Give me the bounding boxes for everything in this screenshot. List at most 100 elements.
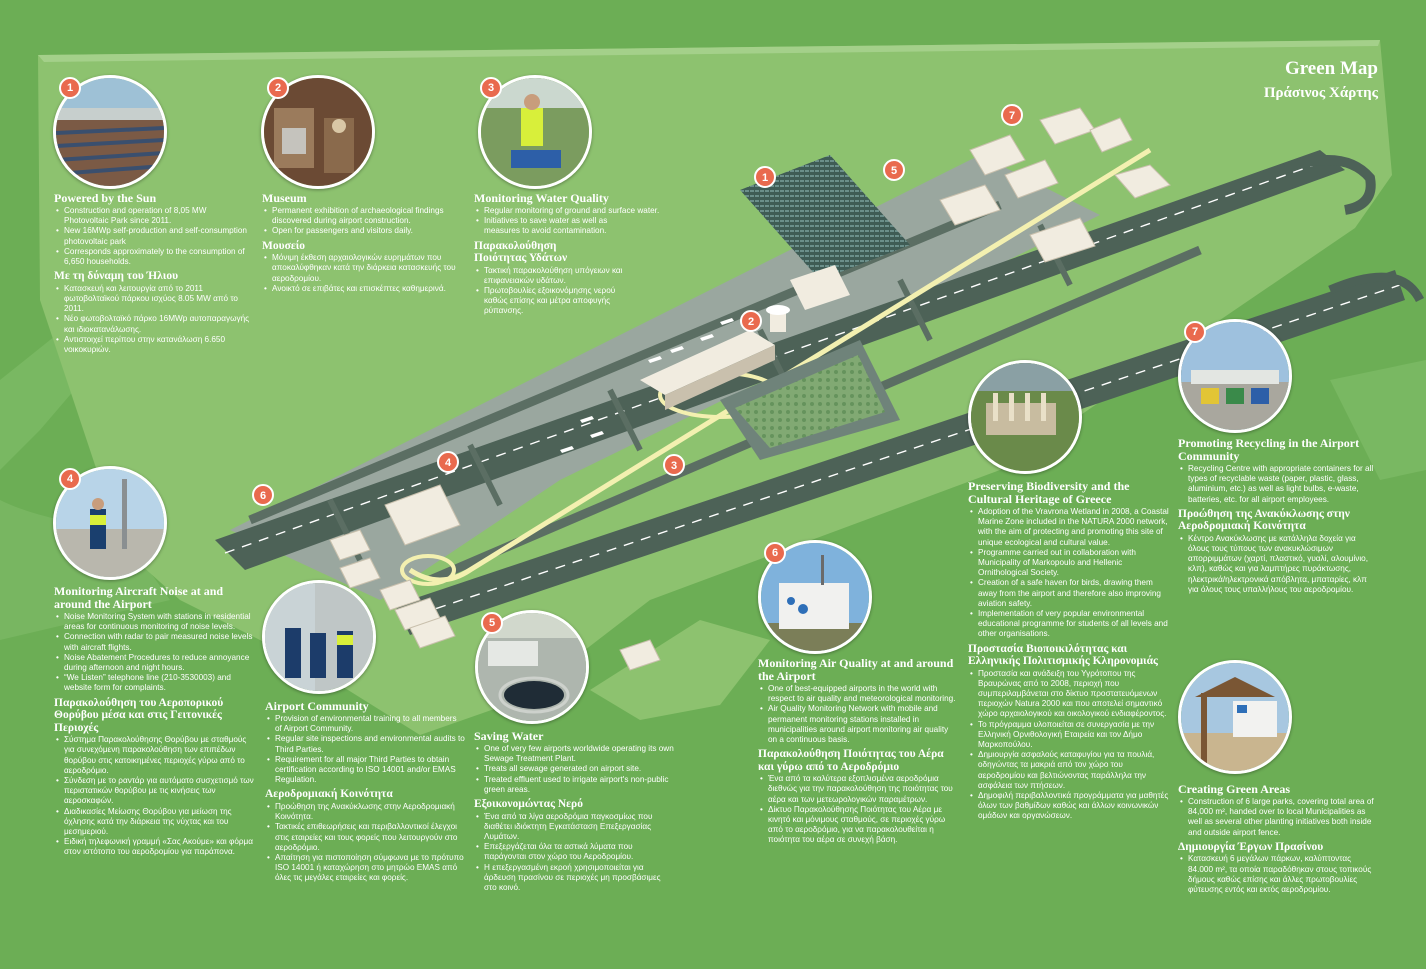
sun-item-gr-2: Νέο φωτοβολταϊκό πάρκο 16MWp αυτοπαραγωγ…: [54, 314, 250, 334]
section-powered-by-sun: Powered by the Sun Construction and oper…: [54, 192, 250, 355]
recycling-item-gr-1: Κέντρο Ανακύκλωσης με κατάλληλα δοχεία γ…: [1178, 534, 1378, 595]
parking-trees: [735, 355, 885, 448]
saving-water-item-gr-2: Επεξεργάζεται όλα τα αστικά λύματα που π…: [474, 842, 674, 862]
biodiversity-item-gr-3: Δημιουργία ασφαλούς καταφυγίου για τα πο…: [968, 750, 1170, 791]
biodiversity-item-en-1: Adoption of the Vravrona Wetland in 2008…: [968, 507, 1170, 548]
biodiversity-item-en-4: Implementation of very popular environme…: [968, 609, 1170, 640]
community-item-gr-3: Απαίτηση για πιστοποίηση σύμφωνα με το π…: [265, 853, 465, 884]
recycling-item-en-1: Recycling Centre with appropriate contai…: [1178, 464, 1378, 505]
water-sampling-photo-icon: [478, 75, 592, 189]
section-recycling: Promoting Recycling in the Airport Commu…: [1178, 437, 1378, 595]
north-turnaround: [1283, 155, 1376, 215]
badge-2: 2: [267, 77, 289, 99]
noise-item-en-1: Noise Monitoring System with stations in…: [54, 612, 254, 632]
south-turnaround: [1328, 272, 1425, 303]
sun-item-gr-3: Αντιστοιχεί περίπου στην κατανάλωση 6.65…: [54, 335, 250, 355]
museum-title-gr: Μουσείο: [262, 239, 306, 252]
water-quality-item-gr-1: Τακτική παρακολούθηση υπόγειων και επιφα…: [474, 266, 634, 286]
community-item-en-2: Regular site inspections and environment…: [265, 734, 465, 754]
page-header: Green Map Πράσινος Χάρτης: [1264, 58, 1378, 102]
museum-item-en-1: Permanent exhibition of archaeological f…: [262, 206, 466, 226]
map-marker-2: 2: [748, 316, 754, 328]
noise-monitor-photo-icon: [53, 466, 167, 580]
sun-item-gr-1: Κατασκευή και λειτουργία από το 2011 φωτ…: [54, 284, 250, 315]
sun-title-gr: Με τη δύναμη του Ήλιου: [54, 270, 179, 283]
water-quality-item-en-1: Regular monitoring of ground and surface…: [474, 206, 684, 216]
badge-4: 4: [59, 468, 81, 490]
noise-title-en: Monitoring Aircraft Noise at and around …: [54, 584, 224, 611]
badge-3: 3: [480, 77, 502, 99]
biodiversity-list-en: Adoption of the Vravrona Wetland in 2008…: [968, 507, 1170, 640]
noise-item-gr-2: Σύνδεση με το ραντάρ για αυτόματο συσχετ…: [54, 776, 254, 807]
museum-photo-icon: [261, 75, 375, 189]
recycling-list-en: Recycling Centre with appropriate contai…: [1178, 464, 1378, 505]
noise-item-gr-3: Διαδικασίες Μείωσης Θορύβου για μείωση τ…: [54, 807, 254, 838]
section-noise: Monitoring Aircraft Noise at and around …: [54, 585, 254, 858]
air-quality-list-en: One of best-equipped airports in the wor…: [758, 684, 956, 745]
saving-water-item-gr-3: Η επεξεργασμένη εκροή χρησιμοποιείται γι…: [474, 863, 674, 894]
water-quality-list-en: Regular monitoring of ground and surface…: [474, 206, 684, 237]
right-land-band: [1330, 360, 1426, 480]
solar-park: [740, 155, 910, 280]
south-runway-centreline: [401, 284, 1401, 621]
biodiversity-item-gr-4: Δημοφιλή περιβαλλοντικά προγράμματα για …: [968, 791, 1170, 822]
saving-water-list-en: One of very few airports worldwide opera…: [474, 744, 674, 795]
map-markers: [252, 104, 1023, 506]
section-air-quality: Monitoring Air Quality at and around the…: [758, 657, 956, 846]
section-green-areas: Creating Green Areas Construction of 6 l…: [1178, 783, 1378, 895]
section-airport-community: Airport Community Provision of environme…: [265, 700, 465, 884]
biodiversity-item-en-3: Creation of a safe haven for birds, draw…: [968, 578, 1170, 609]
map-marker-6: 6: [260, 490, 266, 502]
green-areas-title-gr: Δημιουργία Έργων Πρασίνου: [1178, 840, 1324, 853]
map-marker-4: 4: [445, 457, 452, 469]
biodiversity-title-en: Preserving Biodiversity and the Cultural…: [968, 479, 1130, 506]
sun-item-en-2: New 16MWp self-production and self-consu…: [54, 226, 250, 246]
museum-item-en-2: Open for passengers and visitors daily.: [262, 226, 466, 236]
community-list-en: Provision of environmental training to a…: [265, 714, 465, 785]
museum-item-gr-2: Ανοικτό σε επιβάτες και επισκέπτες καθημ…: [262, 284, 466, 294]
map-marker-labels: 1 2 3 4 5 6 7: [260, 110, 1015, 502]
biodiversity-title-gr: Προστασία Βιοποικιλότητας και Ελληνικής …: [968, 642, 1158, 668]
noise-item-gr-1: Σύστημα Παρακολούθησης Θορύβου με σταθμο…: [54, 735, 254, 776]
sun-item-en-3: Corresponds approximately to the consump…: [54, 247, 250, 267]
saving-water-title-gr: Εξοικονομώντας Νερό: [474, 798, 583, 811]
south-west-buildings: [329, 484, 661, 671]
lower-land: [590, 620, 770, 720]
page-title-en: Green Map: [1284, 58, 1378, 79]
roundabout-west: [400, 554, 456, 586]
noise-item-gr-4: Ειδική τηλεφωνική γραμμή «Σας Ακούμε» κα…: [54, 837, 254, 857]
noise-list-gr: Σύστημα Παρακολούθησης Θορύβου με σταθμο…: [54, 735, 254, 857]
sun-list-gr: Κατασκευή και λειτουργία από το 2011 φωτ…: [54, 284, 250, 355]
map-marker-3: 3: [671, 460, 677, 472]
water-quality-item-en-2: Initiatives to save water as well as mea…: [474, 216, 634, 236]
air-quality-item-gr-1: Ένα από τα καλύτερα εξοπλισμένα αεροδρόμ…: [758, 774, 956, 805]
page-title-gr: Πράσινος Χάρτης: [1263, 85, 1378, 101]
community-item-gr-1: Προώθηση της Ανακύκλωσης στην Αεροδρομια…: [265, 802, 465, 822]
museum-list-en: Permanent exhibition of archaeological f…: [262, 206, 466, 237]
recycling-list-gr: Κέντρο Ανακύκλωσης με κατάλληλα δοχεία γ…: [1178, 534, 1378, 595]
air-quality-title-gr: Παρακολούθηση Ποιότητας του Αέρα και γύρ…: [758, 748, 944, 773]
water-quality-title-en: Monitoring Water Quality: [474, 191, 609, 205]
badge-1: 1: [59, 77, 81, 99]
aircraft: [560, 318, 734, 453]
water-quality-list-gr: Τακτική παρακολούθηση υπόγειων και επιφα…: [474, 266, 634, 317]
air-quality-item-en-2: Air Quality Monitoring Network with mobi…: [758, 704, 956, 745]
park-sign-photo-icon: [1178, 660, 1292, 774]
water-quality-item-gr-2: Πρωτοβουλίες εξοικονόμησης νερού καθώς ε…: [474, 286, 634, 317]
section-biodiversity: Preserving Biodiversity and the Cultural…: [968, 480, 1170, 822]
map-marker-7: 7: [1009, 110, 1015, 122]
land-edge: [38, 40, 1380, 62]
map-marker-1: 1: [762, 172, 768, 184]
map-marker-5: 5: [891, 165, 897, 177]
green-areas-title-en: Creating Green Areas: [1178, 782, 1290, 796]
noise-title-gr: Παρακολούθηση του Αεροπορικού Θορύβου μέ…: [54, 696, 224, 734]
badge-6: 6: [764, 542, 786, 564]
saving-water-list-gr: Ένα από τα λίγα αεροδρόμια παγκοσμίως πο…: [474, 812, 674, 894]
community-list-gr: Προώθηση της Ανακύκλωσης στην Αεροδρομια…: [265, 802, 465, 884]
sun-item-en-1: Construction and operation of 8,05 MW Ph…: [54, 206, 250, 226]
green-areas-list-en: Construction of 6 large parks, covering …: [1178, 797, 1378, 838]
terminal-complex: [640, 265, 850, 410]
wetland-photo-icon: [968, 360, 1082, 474]
sun-list-en: Construction and operation of 8,05 MW Ph…: [54, 206, 250, 267]
